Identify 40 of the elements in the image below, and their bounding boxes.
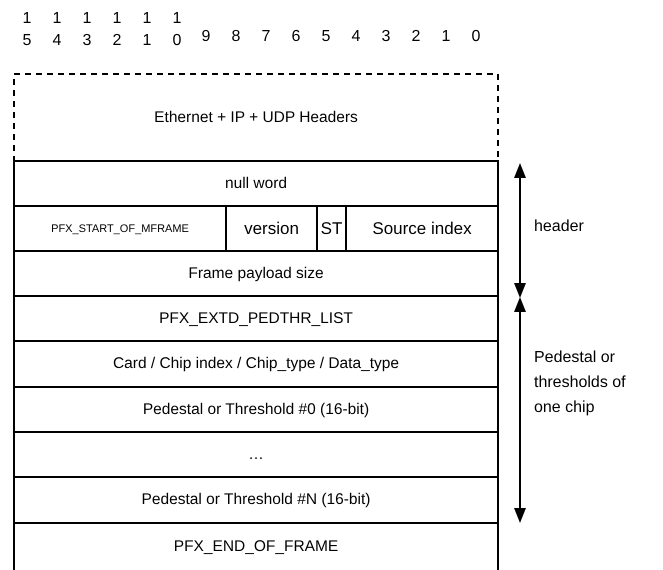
bit-number: 3 — [380, 27, 392, 47]
field-name: null word — [224, 174, 288, 192]
field-name: Frame payload size — [188, 264, 324, 282]
bit-number: 0 — [470, 27, 482, 47]
field-name: Ethernet + IP + UDP Headers — [154, 108, 358, 126]
field-name: … — [248, 446, 264, 464]
field-name: Card / Chip index / Chip_type / Data_type — [112, 355, 400, 373]
word-field — [13, 522, 499, 570]
bit-number: 1 0 — [172, 9, 182, 51]
bit-number: 1 5 — [22, 9, 32, 51]
range-label: Pedestal or thresholds of one chip — [534, 348, 626, 418]
word-field — [13, 386, 499, 433]
bit-number: 8 — [230, 27, 242, 47]
field-name: ST — [320, 218, 342, 238]
word-field — [13, 476, 499, 524]
bit-number: 1 1 — [142, 9, 152, 51]
bit-number: 1 2 — [112, 9, 122, 51]
field-name: Source index — [372, 218, 472, 238]
word-field — [13, 340, 499, 388]
dashed-field-box — [13, 73, 499, 162]
word-field — [13, 431, 499, 478]
word-field — [13, 295, 499, 342]
field-name: PFX_START_OF_MFRAME — [51, 222, 189, 234]
word-field — [13, 160, 499, 207]
bit-number: 6 — [290, 27, 302, 47]
bit-number: 5 — [320, 27, 332, 47]
bit-number: 1 3 — [82, 9, 92, 51]
bit-number: 1 4 — [52, 9, 62, 51]
word-field — [13, 250, 499, 297]
bit-number: 7 — [260, 27, 272, 47]
field-name: Pedestal or Threshold #N (16-bit) — [142, 491, 370, 509]
field-name: PFX_EXTD_PEDTHR_LIST — [159, 310, 353, 328]
bit-number: 9 — [200, 27, 212, 47]
field-name: PFX_END_OF_FRAME — [174, 538, 338, 556]
bit-number: 1 — [440, 27, 452, 47]
bit-number: 4 — [350, 27, 362, 47]
range-label: header — [534, 218, 584, 236]
field-name: version — [244, 218, 299, 238]
bit-number: 2 — [410, 27, 422, 47]
field-name: Pedestal or Threshold #0 (16-bit) — [142, 400, 370, 418]
